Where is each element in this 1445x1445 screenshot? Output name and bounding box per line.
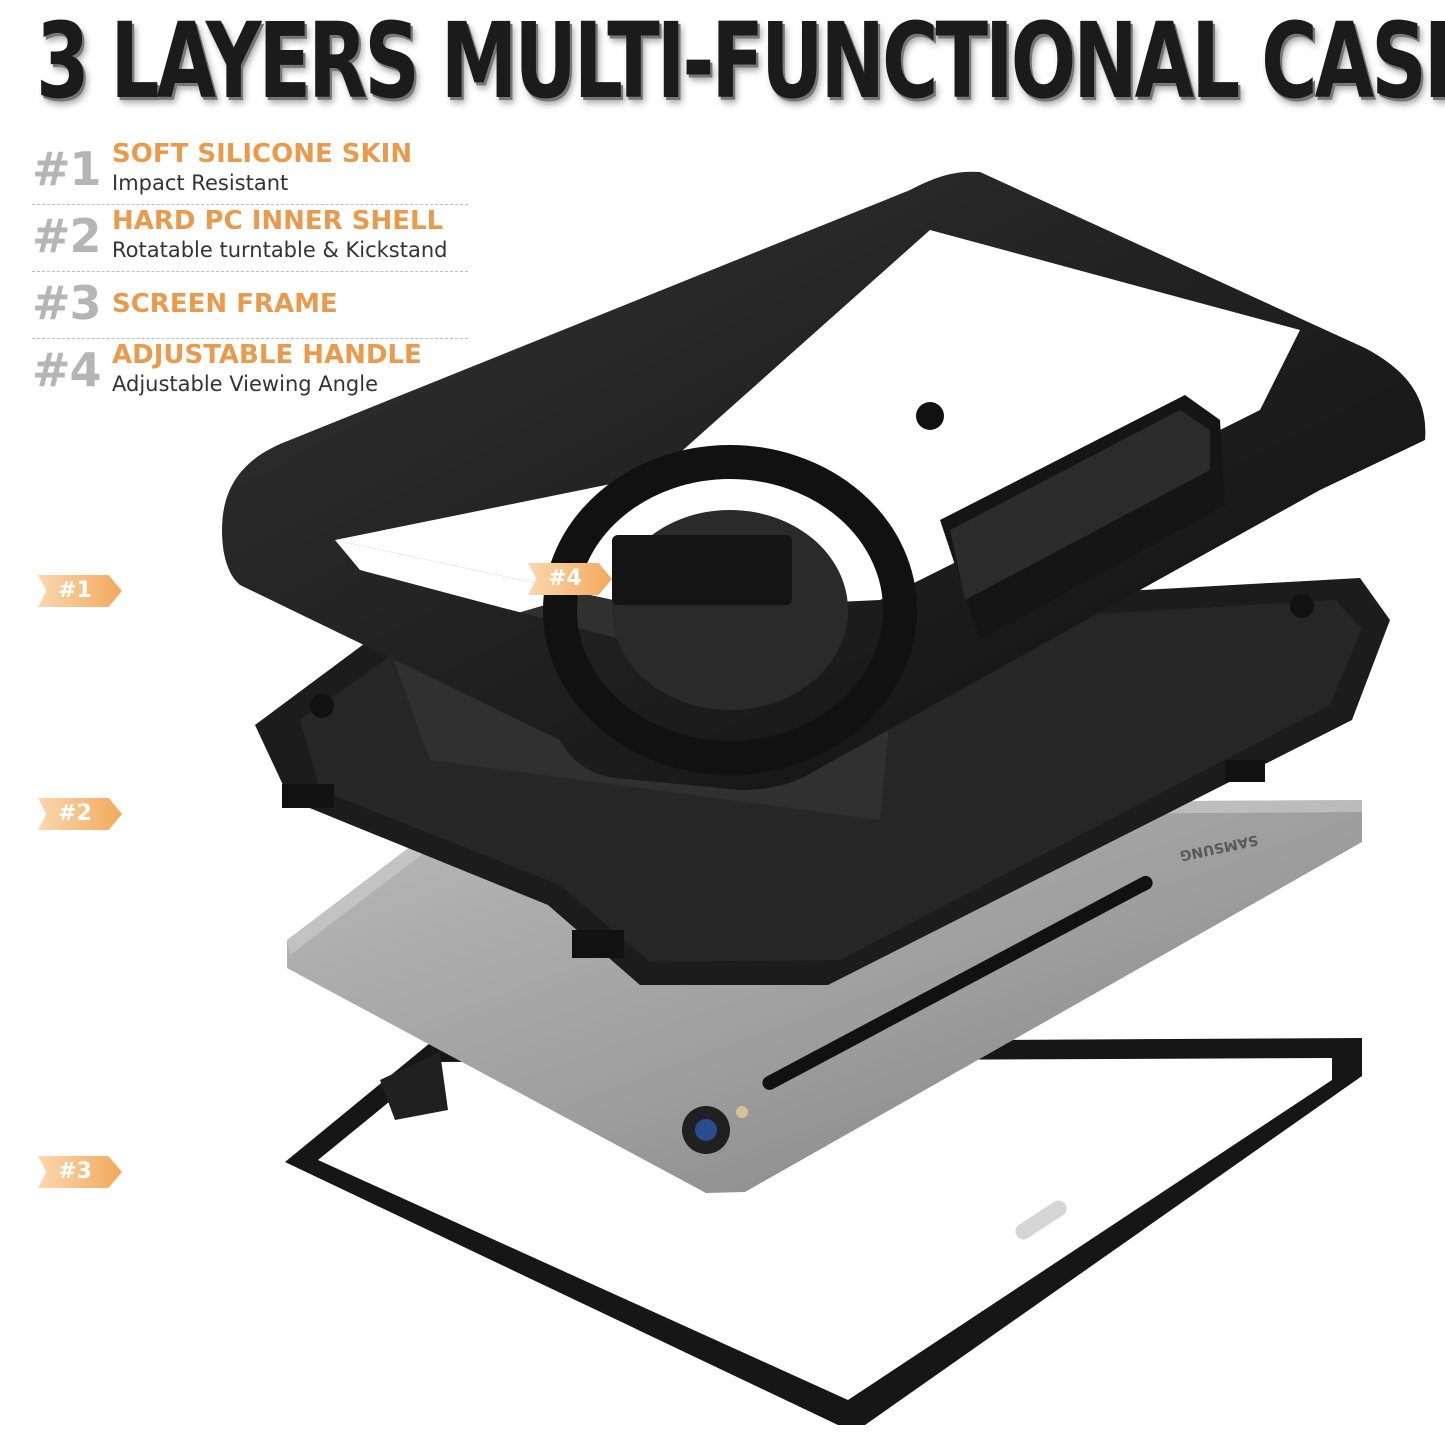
screen-frame-layer [285,1038,1362,1425]
callout-layer-2: #2 [38,798,122,830]
feature-title: SCREEN FRAME [112,289,338,319]
callout-label: #2 [58,801,92,826]
feature-subtitle: Impact Resistant [112,171,289,195]
feature-title: ADJUSTABLE HANDLE [112,340,422,370]
callout-label: #4 [548,566,582,591]
feature-subtitle: Rotatable turntable & Kickstand [112,238,448,262]
feature-number: #1 [32,142,102,196]
feature-item-2: #2 HARD PC INNER SHELL Rotatable turntab… [32,205,468,272]
feature-item-3: #3 SCREEN FRAME [32,272,468,339]
callout-label: #3 [58,1159,92,1184]
feature-subtitle: Adjustable Viewing Angle [112,372,379,396]
feature-number: #3 [32,276,102,330]
callout-label: #1 [58,578,92,603]
feature-item-1: #1 SOFT SILICONE SKIN Impact Resistant [32,138,468,205]
feature-title: HARD PC INNER SHELL [112,206,444,236]
feature-item-4: #4 ADJUSTABLE HANDLE Adjustable Viewing … [32,339,468,405]
feature-number: #4 [32,343,102,397]
feature-number: #2 [32,209,102,263]
feature-title: SOFT SILICONE SKIN [112,139,413,169]
callout-layer-3: #3 [38,1156,122,1188]
callout-handle: #4 [528,563,612,595]
adjustable-handle [543,395,1225,775]
feature-list: #1 SOFT SILICONE SKIN Impact Resistant #… [32,138,468,405]
callout-layer-1: #1 [38,575,122,607]
